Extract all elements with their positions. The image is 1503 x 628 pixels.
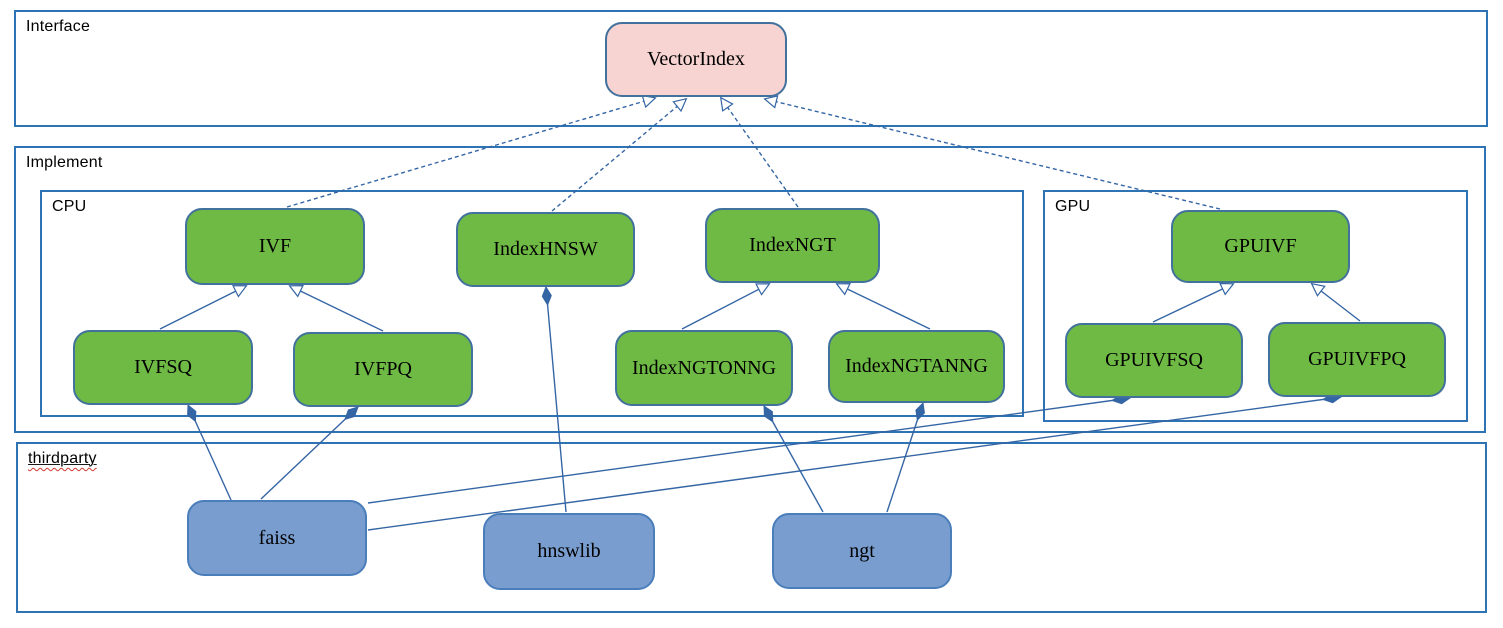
node-ivfpq[interactable]: IVFPQ xyxy=(293,332,473,407)
node-ivfsq[interactable]: IVFSQ xyxy=(73,330,253,405)
node-indexngt-label: IndexNGT xyxy=(749,234,836,256)
container-gpu-label: GPU xyxy=(1055,198,1091,215)
node-indexhnsw[interactable]: IndexHNSW xyxy=(456,212,635,287)
node-gpuivfpq[interactable]: GPUIVFPQ xyxy=(1268,322,1446,397)
spellcheck-underline: thirdparty xyxy=(28,450,97,467)
container-implement-label: Implement xyxy=(26,154,103,171)
node-ngt[interactable]: ngt xyxy=(772,513,952,589)
node-gpuivfpq-label: GPUIVFPQ xyxy=(1308,348,1406,370)
container-interface-label: Interface xyxy=(26,18,91,35)
node-gpuivf[interactable]: GPUIVF xyxy=(1171,210,1350,283)
node-faiss-label: faiss xyxy=(258,526,296,549)
node-ivfpq-label: IVFPQ xyxy=(354,358,412,380)
node-ivf-label: IVF xyxy=(258,235,292,257)
node-vectorindex-label: VectorIndex xyxy=(647,48,745,70)
node-gpuivfsq[interactable]: GPUIVFSQ xyxy=(1065,323,1243,398)
node-gpuivfsq-label: GPUIVFSQ xyxy=(1105,349,1203,371)
node-hnswlib[interactable]: hnswlib xyxy=(483,513,655,590)
node-indexhnsw-label: IndexHNSW xyxy=(493,238,598,260)
node-hnswlib-label: hnswlib xyxy=(537,540,601,562)
node-vectorindex[interactable]: VectorIndex xyxy=(605,22,787,97)
node-ivfsq-label: IVFSQ xyxy=(134,356,192,378)
node-gpuivf-label: GPUIVF xyxy=(1224,235,1297,257)
node-indexngtonng-label: IndexNGTONNG xyxy=(631,356,777,379)
node-indexngtonng[interactable]: IndexNGTONNG xyxy=(615,330,793,406)
container-thirdparty-label: thirdparty xyxy=(28,450,97,468)
node-ivf[interactable]: IVF xyxy=(185,208,365,285)
container-cpu-label: CPU xyxy=(52,198,87,215)
node-indexngt[interactable]: IndexNGT xyxy=(705,208,880,283)
node-faiss[interactable]: faiss xyxy=(187,500,367,576)
node-indexngtanng-label: IndexNGTANNG xyxy=(845,355,988,377)
node-indexngtanng[interactable]: IndexNGTANNG xyxy=(828,330,1005,403)
node-ngt-label: ngt xyxy=(849,539,875,562)
